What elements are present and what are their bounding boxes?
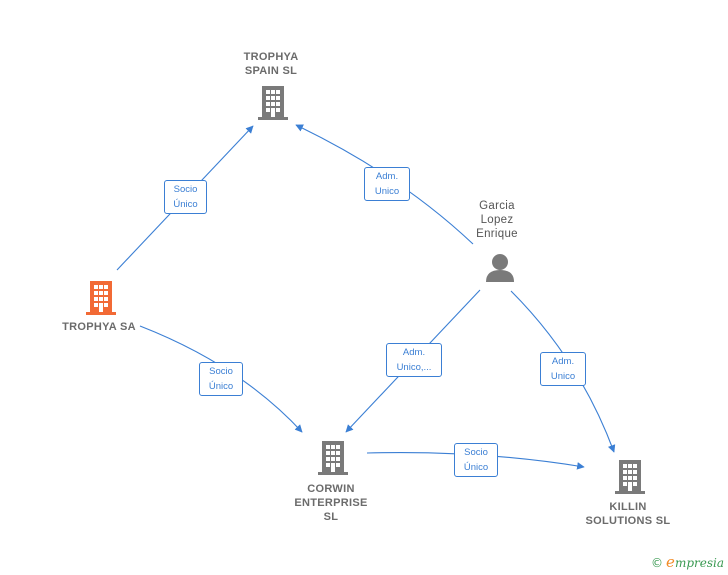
building-icon-corwin[interactable] xyxy=(318,441,348,475)
node-label-killin[interactable]: KILLIN SOLUTIONS SL xyxy=(585,501,671,527)
building-icon-trophya-sa[interactable] xyxy=(86,281,116,315)
edge-label-garcia-to-corwin: Adm. Unico,... xyxy=(386,343,442,377)
edge-label-sa-to-spain: Socio Único xyxy=(164,180,207,214)
edge-label-sa-to-corwin: Socio Único xyxy=(199,362,243,396)
node-label-trophya-sa[interactable]: TROPHYA SA xyxy=(62,321,136,333)
edge-label-garcia-to-killin: Adm. Unico xyxy=(540,352,586,386)
node-label-garcia[interactable]: Garcia Lopez Enrique xyxy=(476,200,518,240)
person-icon-garcia[interactable] xyxy=(486,254,514,282)
node-label-corwin[interactable]: CORWIN ENTERPRISE SL xyxy=(294,483,368,523)
edge-label-garcia-to-spain: Adm. Unico xyxy=(364,167,410,201)
brand-name: mpresia xyxy=(674,556,724,570)
edge-label-corwin-to-killin: Socio Único xyxy=(454,443,498,477)
building-icon-killin[interactable] xyxy=(615,460,645,494)
building-icon-trophya-spain[interactable] xyxy=(258,86,288,120)
brand-first-letter: e xyxy=(666,553,675,571)
empresia-logo: ©empresia xyxy=(651,553,724,571)
copyright-symbol: © xyxy=(651,556,664,570)
node-label-trophya-spain[interactable]: TROPHYA SPAIN SL xyxy=(243,51,299,77)
